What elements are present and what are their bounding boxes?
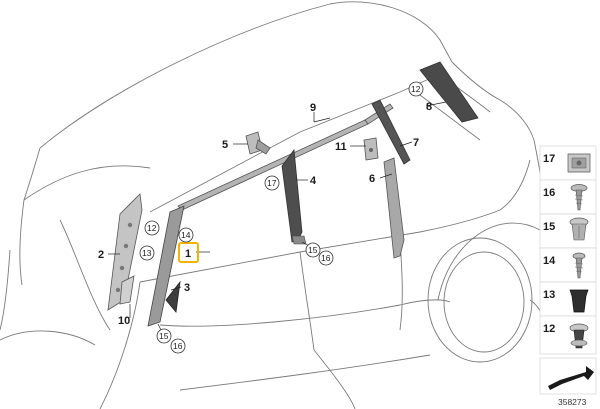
legend-item-16: 16 (539, 179, 597, 215)
circled-15-mid: 15 (308, 245, 318, 255)
part-7-door-frame-cover (371, 99, 411, 165)
legend-label-17: 17 (543, 153, 555, 165)
legend-item-17: 17 (539, 145, 597, 181)
car-body-outline (0, 1, 559, 409)
callout-11: 11 (335, 141, 347, 153)
circled-16-bottom: 16 (173, 341, 183, 351)
legend-label-13: 13 (543, 289, 555, 301)
part-2-bracket (107, 193, 143, 311)
part-8-rear-cover (419, 61, 479, 123)
part-3-lower-trim (165, 280, 181, 313)
part-11-bracket (363, 137, 379, 161)
callout-6: 6 (369, 173, 375, 185)
callout-9: 9 (310, 102, 316, 114)
legend-arrow-box (539, 357, 597, 395)
callout-3: 3 (184, 282, 190, 294)
callout-4: 4 (310, 175, 317, 187)
callout-8: 8 (426, 101, 432, 113)
fastener-legend: 17 16 15 (539, 145, 597, 407)
legend-item-12: 12 (539, 315, 597, 355)
part-6-rear-pillar (383, 157, 405, 259)
legend-label-12: 12 (543, 323, 555, 335)
legend-item-15: 15 (539, 213, 597, 249)
push-clip-icon (569, 217, 589, 241)
circled-13-left: 13 (142, 248, 152, 258)
part-10-bracket (119, 275, 135, 305)
clip-nut-icon (567, 153, 591, 173)
circled-15-bottom: 15 (159, 331, 169, 341)
callout-7: 7 (413, 137, 419, 149)
callout-10: 10 (118, 315, 130, 327)
legend-item-13: 13 (539, 281, 597, 317)
leader-lines (108, 101, 447, 331)
self-tapping-screw-icon (572, 252, 586, 279)
circled-callouts: 12 17 12 14 13 15 16 15 16 (139, 81, 424, 354)
legend-label-15: 15 (543, 221, 555, 233)
screw-icon (570, 184, 588, 211)
expansion-clip-icon (569, 323, 589, 349)
callout-5: 5 (222, 139, 228, 151)
circled-17-mid: 17 (267, 178, 277, 188)
part-1-a-pillar-cover (147, 205, 185, 327)
circled-16-mid: 16 (321, 253, 331, 263)
diagram-id: 358273 (558, 397, 587, 407)
legend-item-14: 14 (539, 247, 597, 283)
legend-label-14: 14 (543, 255, 556, 267)
part-4-b-pillar-cover (281, 148, 307, 245)
circled-12-left: 12 (147, 223, 157, 233)
circled-14-left: 14 (181, 230, 191, 240)
callout-1: 1 (185, 248, 191, 260)
part-5-clip (245, 131, 271, 155)
circled-12-top: 12 (411, 84, 421, 94)
callout-2: 2 (98, 249, 104, 261)
grommet-icon (569, 289, 589, 313)
callout-1-highlight-box (178, 242, 199, 263)
direction-arrow-icon (548, 366, 594, 390)
legend-label-16: 16 (543, 187, 555, 199)
